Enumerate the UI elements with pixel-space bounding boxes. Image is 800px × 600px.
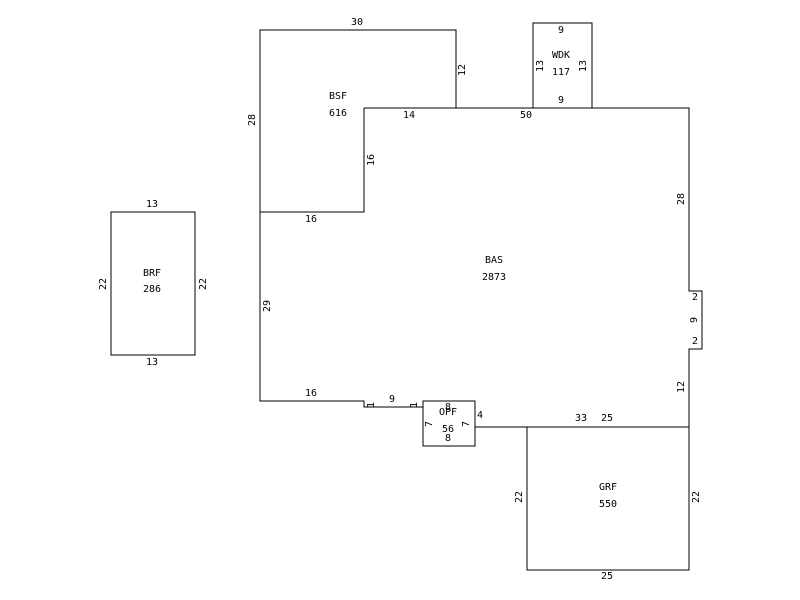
bsf-area: 616	[329, 108, 347, 119]
dim-grf-top: 25	[601, 413, 613, 424]
dim-wdk-top: 9	[558, 25, 564, 36]
brf-area: 286	[143, 284, 161, 295]
dim-bas-bottom-left: 16	[305, 388, 317, 399]
dim-bsf-bottom: 16	[305, 214, 317, 225]
bas-area: 2873	[482, 272, 506, 283]
bas-code: BAS	[485, 255, 503, 266]
dim-opf-top: 8	[445, 402, 451, 413]
dim-bsf-top: 30	[351, 17, 363, 28]
grf-area: 550	[599, 499, 617, 510]
dim-bas-right-upper: 28	[676, 193, 687, 205]
brf-code: BRF	[143, 268, 161, 279]
opf-area: 56	[442, 424, 454, 435]
dim-grf-right: 22	[691, 491, 702, 503]
dim-bas-right-lower: 12	[676, 381, 687, 393]
dim-bas-notch-bottom: 2	[692, 336, 698, 347]
bsf-inner-edge	[260, 108, 365, 213]
bas-left-bottom	[259, 212, 423, 408]
bas-outline	[364, 107, 703, 428]
dim-bsf-right: 12	[457, 64, 468, 76]
brf-outline	[110, 211, 196, 356]
bsf-outline	[259, 29, 457, 212]
opf-outline	[422, 400, 476, 447]
wdk-area: 117	[552, 67, 570, 78]
dim-bas-step-right: 1	[409, 402, 420, 408]
dim-opf-bottom: 8	[445, 433, 451, 444]
dim-bas-bottom-right: 33	[575, 413, 587, 424]
dim-bas-step-left: 1	[366, 402, 377, 408]
dim-bsf-left: 28	[247, 114, 258, 126]
dim-opf-left: 7	[424, 421, 435, 427]
dim-grf-bottom: 25	[601, 571, 613, 582]
wdk-outline	[532, 22, 593, 108]
dim-brf-right: 22	[198, 278, 209, 290]
dim-brf-bottom: 13	[146, 357, 158, 368]
dim-bas-notch-top: 2	[692, 292, 698, 303]
dim-grf-left: 22	[514, 491, 525, 503]
dim-brf-left: 22	[98, 278, 109, 290]
dim-bas-notch-side: 9	[689, 317, 700, 323]
dim-wdk-right: 13	[578, 60, 589, 72]
opf-code: OPF	[439, 407, 457, 418]
dim-opf-right: 7	[461, 421, 472, 427]
dim-bas-left: 29	[262, 300, 273, 312]
dim-bsf-inner-vertical: 16	[366, 154, 377, 166]
grf-outline	[526, 427, 690, 571]
dim-wdk-bottom: 9	[558, 95, 564, 106]
grf-code: GRF	[599, 482, 617, 493]
dim-opf-step: 4	[477, 410, 483, 421]
dim-brf-top: 13	[146, 199, 158, 210]
dim-wdk-left: 13	[535, 60, 546, 72]
bsf-code: BSF	[329, 91, 347, 102]
dim-bas-top-b: 50	[520, 110, 532, 121]
dim-bas-step-bottom: 9	[389, 394, 395, 405]
dim-bas-top-a: 14	[403, 110, 415, 121]
wdk-code: WDK	[552, 50, 570, 61]
